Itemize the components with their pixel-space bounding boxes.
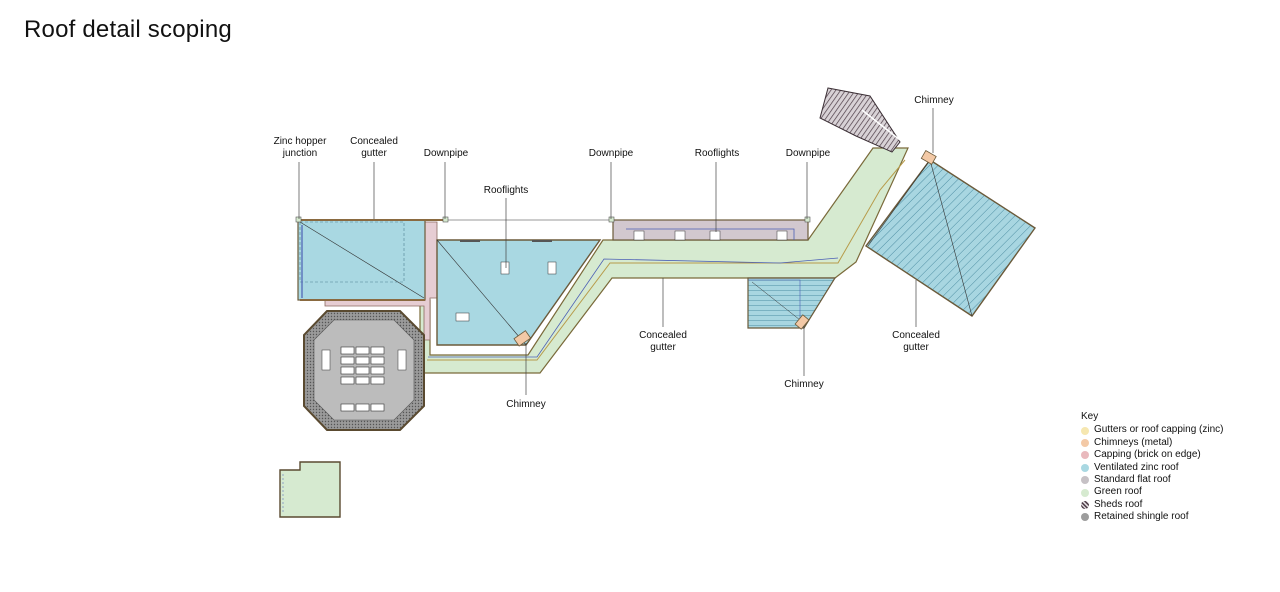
chimney-bottom-left	[513, 330, 532, 347]
legend-item-label: Gutters or roof capping (zinc)	[1094, 424, 1224, 436]
sheds-roof	[819, 87, 901, 153]
legend-item: Green roof	[1081, 486, 1224, 498]
label-concealed-gutter-mid-line2: gutter	[650, 342, 676, 353]
legend-item-label: Standard flat roof	[1094, 474, 1171, 486]
label-chimney-top: Chimney	[914, 95, 953, 106]
legend-swatch-icon	[1081, 513, 1089, 522]
legend-item: Gutters or roof capping (zinc)	[1081, 424, 1224, 436]
label-chimney-bottom-mid: Chimney	[784, 379, 823, 390]
legend-item-label: Sheds roof	[1094, 498, 1143, 510]
legend-item-label: Green roof	[1094, 486, 1142, 498]
legend-item-label: Chimneys (metal)	[1094, 436, 1173, 448]
label-rooflights-top: Rooflights	[695, 148, 739, 159]
legend-swatch-icon	[1081, 451, 1089, 460]
legend-item-label: Retained shingle roof	[1094, 511, 1189, 523]
legend-item: Chimneys (metal)	[1081, 437, 1224, 449]
label-rooflights-left: Rooflights	[484, 185, 528, 196]
chimney-top	[920, 149, 937, 165]
legend-swatch-icon	[1081, 488, 1089, 497]
legend-item-label: Ventilated zinc roof	[1094, 461, 1179, 473]
legend-item: Sheds roof	[1081, 499, 1224, 511]
label-concealed-gutter-right-line1: Concealed	[892, 330, 940, 341]
label-concealed-gutter-right-line2: gutter	[903, 342, 929, 353]
legend-item-label: Capping (brick on edge)	[1094, 449, 1201, 461]
label-concealed-gutter-top-line2: gutter	[361, 148, 387, 159]
octagon-rooflight-grid	[340, 346, 385, 412]
green-roof-small	[279, 461, 341, 518]
legend-swatch-icon	[1081, 439, 1089, 448]
label-zinc-hopper-line1: Zinc hopper	[274, 136, 327, 147]
legend-item: Capping (brick on edge)	[1081, 449, 1224, 461]
label-zinc-hopper-line2: junction	[282, 148, 317, 159]
legend-title: Key	[1081, 411, 1099, 422]
legend-swatch-icon	[1081, 501, 1089, 510]
page-title: Roof detail scoping	[24, 16, 232, 43]
ventilated-zinc-roof-lower	[747, 277, 837, 329]
label-concealed-gutter-top-line1: Concealed	[350, 136, 398, 147]
legend-item: Retained shingle roof	[1081, 511, 1224, 523]
legend-swatch-icon	[1081, 476, 1089, 485]
legend: Key Gutters or roof capping (zinc)Chimne…	[1081, 411, 1224, 524]
gutter-outline	[427, 159, 906, 361]
legend-item: Standard flat roof	[1081, 474, 1224, 486]
legend-items: Gutters or roof capping (zinc)Chimneys (…	[1081, 424, 1224, 523]
legend-swatch-icon	[1081, 426, 1089, 435]
label-downpipe-mid: Downpipe	[589, 148, 634, 159]
legend-item: Ventilated zinc roof	[1081, 462, 1224, 474]
label-concealed-gutter-mid-line1: Concealed	[639, 330, 687, 341]
chimney-bottom-mid	[794, 314, 810, 330]
legend-swatch-icon	[1081, 463, 1089, 472]
label-downpipe-right: Downpipe	[786, 148, 831, 159]
label-chimney-bottom-left: Chimney	[506, 399, 545, 410]
label-downpipe-left: Downpipe	[424, 148, 469, 159]
